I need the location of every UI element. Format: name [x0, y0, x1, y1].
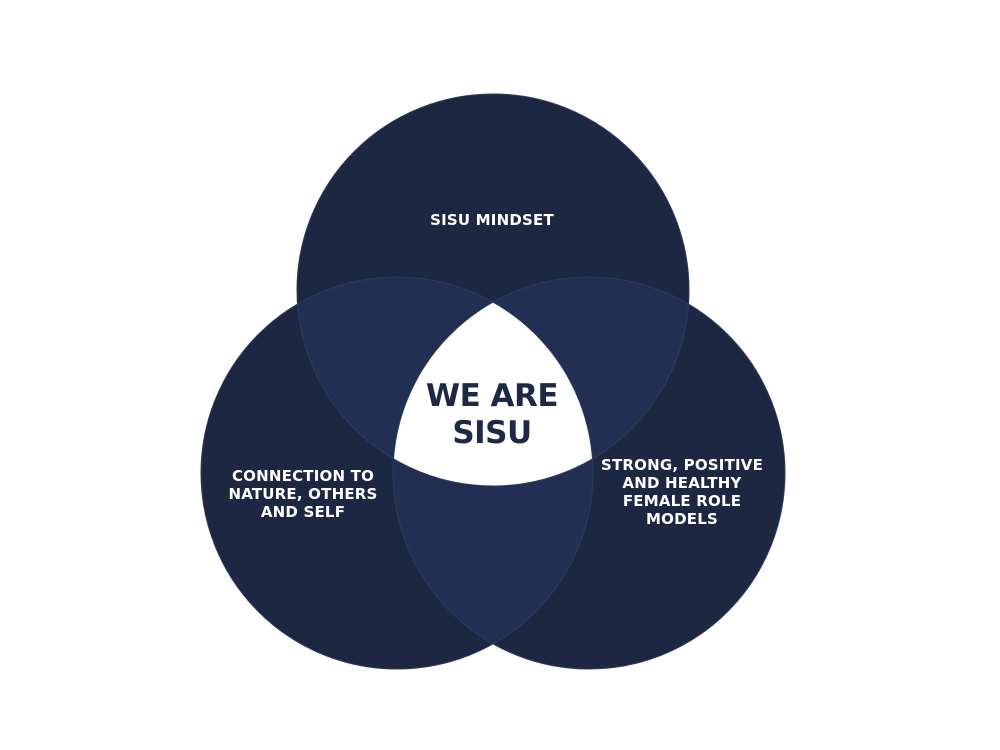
label-line: STRONG, POSITIVE: [600, 456, 764, 474]
label-connection: CONNECTION TO NATURE, OTHERS AND SELF: [203, 467, 403, 521]
circle-top-outline: [296, 93, 690, 487]
label-line: SISU MINDSET: [430, 211, 554, 229]
label-role-models: STRONG, POSITIVE AND HEALTHY FEMALE ROLE…: [582, 456, 782, 528]
center-title: WE ARE SISU: [412, 378, 572, 452]
label-line: MODELS: [646, 510, 718, 528]
center-title-line-2: SISU: [452, 415, 532, 451]
label-line: FEMALE ROLE: [622, 492, 742, 510]
label-line: AND HEALTHY: [622, 474, 742, 492]
center-title-line-1: WE ARE: [425, 378, 559, 414]
label-line: NATURE, OTHERS: [228, 485, 378, 503]
circle-left-outline: [200, 276, 594, 670]
label-sisu-mindset: SISU MINDSET: [392, 211, 592, 229]
circle-right-outline: [392, 276, 786, 670]
label-line: CONNECTION TO: [231, 467, 375, 485]
label-line: AND SELF: [260, 503, 346, 521]
